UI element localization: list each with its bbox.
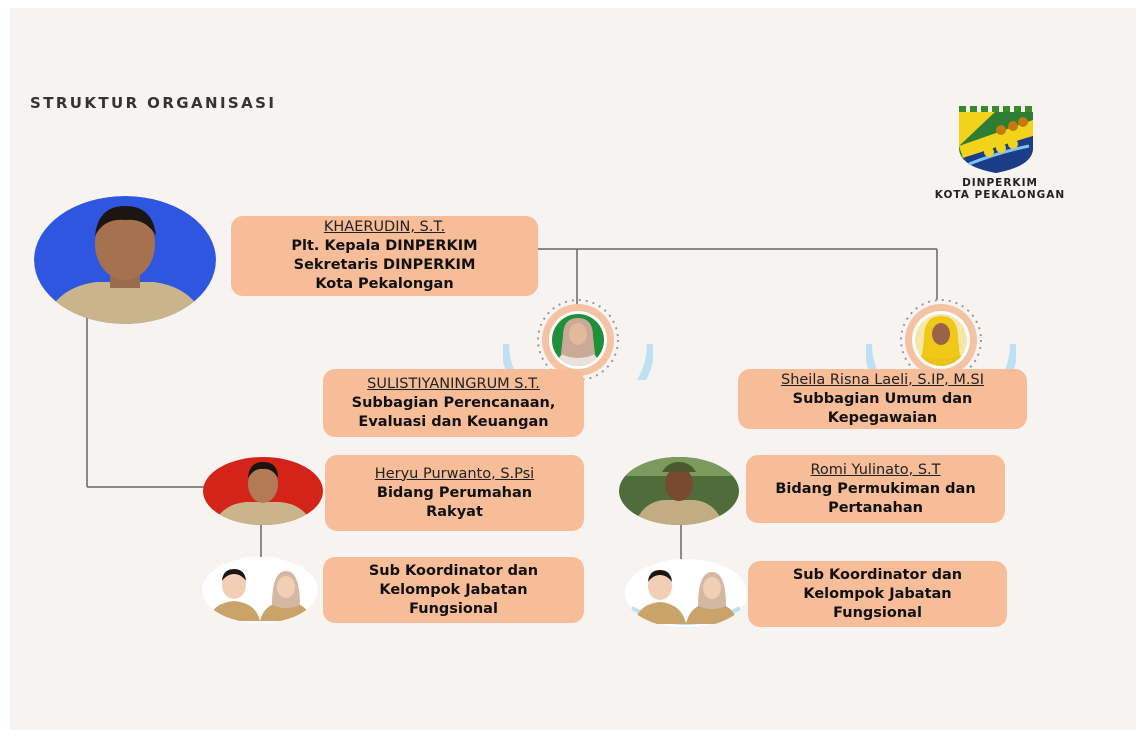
logo-caption-line1: DINPERKIM xyxy=(962,177,1038,189)
sub-umum-name: Sheila Risna Laeli, S.IP, M.SI xyxy=(780,371,985,388)
head-name: KHAERUDIN, S.T. xyxy=(323,219,446,235)
staff-group-icon-right xyxy=(625,559,747,627)
head-line2: Sekretaris DINPERKIM xyxy=(293,257,476,273)
heryu-photo xyxy=(203,457,323,525)
bidang-permukiman-card: Romi Yulinato, S.T Bidang Permukiman dan… xyxy=(746,455,1005,523)
sub-perencanaan-line2: Evaluasi dan Keuangan xyxy=(358,413,549,430)
koordinator-left-line2: Kelompok Jabatan xyxy=(379,581,528,598)
head-card: KHAERUDIN, S.T. Plt. Kepala DINPERKIM Se… xyxy=(231,216,538,296)
koordinator-left-line3: Fungsional xyxy=(409,600,498,617)
head-line1: Plt. Kepala DINPERKIM xyxy=(291,238,478,254)
sulistiyaningrum-photo xyxy=(503,299,653,380)
city-coat-of-arms-icon xyxy=(959,106,1033,173)
bidang-perumahan-name: Heryu Purwanto, S.Psi xyxy=(374,465,535,482)
bidang-perumahan-card: Heryu Purwanto, S.Psi Bidang Perumahan R… xyxy=(325,455,584,531)
koordinator-left-line1: Sub Koordinator dan xyxy=(368,562,539,579)
head-line3: Kota Pekalongan xyxy=(315,276,454,292)
sub-umum-line1: Subbagian Umum dan xyxy=(792,390,973,407)
head-photo xyxy=(34,196,216,324)
koordinator-right-line1: Sub Koordinator dan xyxy=(792,566,963,583)
bidang-permukiman-line1: Bidang Permukiman dan xyxy=(775,480,976,497)
page-title: STRUKTUR ORGANISASI xyxy=(30,94,277,112)
koordinator-right-line2: Kelompok Jabatan xyxy=(803,585,952,602)
sub-perencanaan-name: SULISTIYANINGRUM S.T. xyxy=(367,375,540,392)
staff-group-icon-left xyxy=(202,557,318,623)
sub-umum-line2: Kepegawaian xyxy=(827,409,938,426)
bidang-perumahan-line2: Rakyat xyxy=(426,503,483,520)
bidang-permukiman-line2: Pertanahan xyxy=(828,499,923,516)
sub-umum-card: Sheila Risna Laeli, S.IP, M.SI Subbagian… xyxy=(738,369,1027,429)
koordinator-right-card: Sub Koordinator dan Kelompok Jabatan Fun… xyxy=(748,561,1007,627)
bidang-permukiman-name: Romi Yulinato, S.T xyxy=(810,461,941,478)
romi-photo xyxy=(619,457,739,525)
bidang-perumahan-line1: Bidang Perumahan xyxy=(376,484,533,501)
sub-perencanaan-card: SULISTIYANINGRUM S.T. Subbagian Perencan… xyxy=(323,369,584,437)
sub-perencanaan-line1: Subbagian Perencanaan, xyxy=(351,394,556,411)
koordinator-right-line3: Fungsional xyxy=(833,604,922,621)
sheila-photo xyxy=(866,299,1016,380)
logo-caption: DINPERKIM KOTA PEKALONGAN xyxy=(910,177,1090,201)
koordinator-left-card: Sub Koordinator dan Kelompok Jabatan Fun… xyxy=(323,557,584,623)
logo-caption-line2: KOTA PEKALONGAN xyxy=(934,189,1066,201)
